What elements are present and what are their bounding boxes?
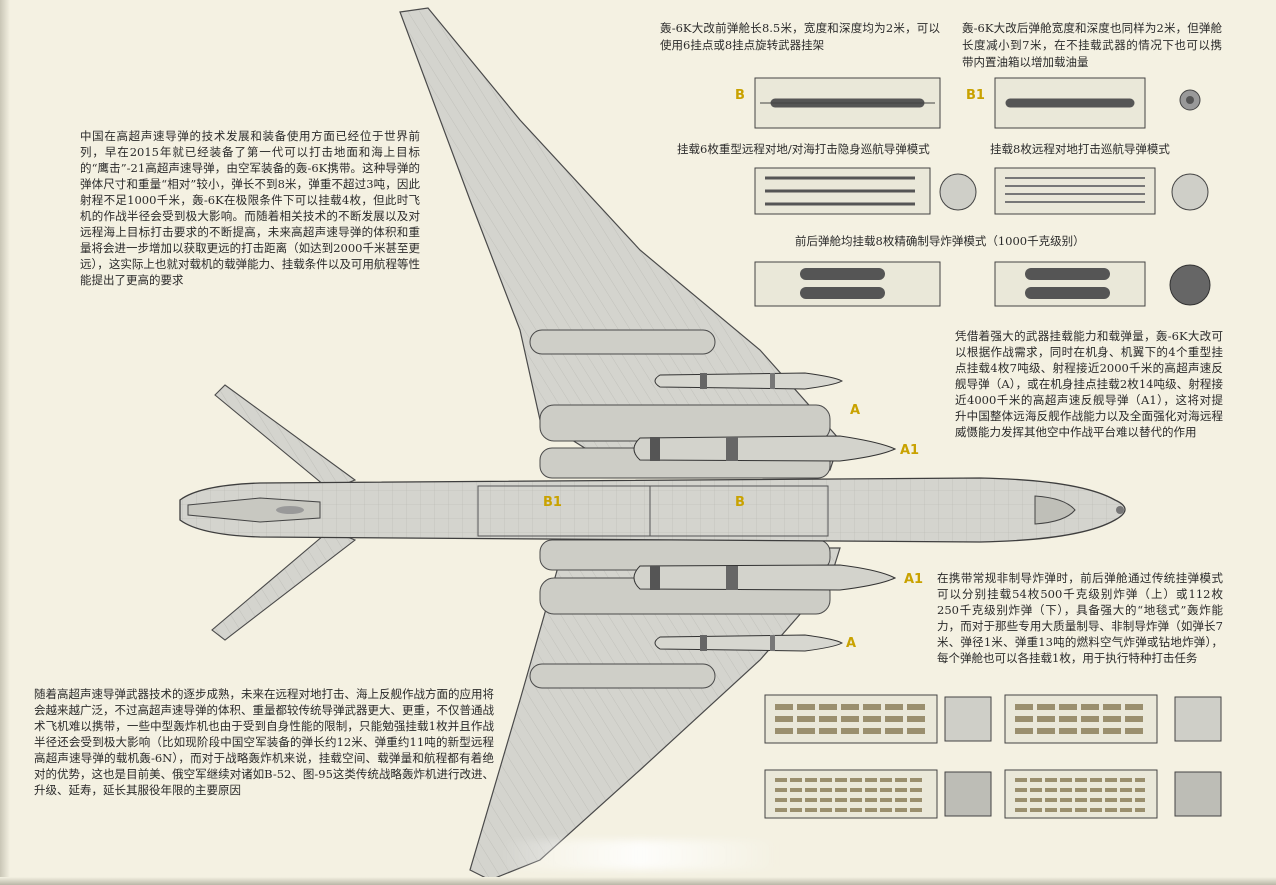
missile-a1-lower: [633, 564, 897, 591]
fuselage: [179, 477, 1126, 543]
watermark-blur: [500, 840, 780, 870]
missile-a1-lower-label: A1: [904, 572, 924, 587]
rear-bomb-mode-box: [994, 261, 1146, 307]
six-missile-cross-section: [939, 173, 977, 211]
bomb-mode-caption: 前后弹舱均挂载8枚精确制导炸弹模式（1000千克级别）: [795, 234, 1085, 248]
upper-wing: [399, 7, 841, 471]
front-bomb-mode-box: [754, 261, 941, 307]
upper-tailplane: [214, 384, 357, 491]
conventional-bomb-paragraph: 在携带常规非制导炸弹时，前后弹舱通过传统挂弹模式可以分别挂载54枚500千克级别…: [937, 571, 1223, 665]
bomb-grid-500kg-front: [764, 694, 992, 744]
rear-bay-caption: 轰-6K大改后弹舱宽度和深度也同样为2米，但弹舱长度减小到7米，在不挂载武器的情…: [962, 21, 1222, 69]
conclusion-paragraph: 随着高超声速导弹武器技术的逐步成熟，未来在远程对地打击、海上反舰作战方面的应用将…: [34, 687, 494, 797]
cockpit-canopy: [1034, 495, 1076, 525]
eight-missile-mode-box: [994, 167, 1156, 215]
eight-missile-cross-section: [1171, 173, 1209, 211]
missile-a1-upper: [633, 435, 897, 462]
six-missile-mode-box: [754, 167, 931, 215]
front-bay-label-b: B: [735, 88, 745, 103]
missile-a-upper-label: A: [850, 403, 861, 418]
rear-bay-diagram: [994, 77, 1146, 129]
rear-bay-label-b1: B1: [966, 88, 985, 103]
bomb-grid-250kg-front: [764, 769, 992, 819]
page-bottom-shadow: [0, 877, 1276, 885]
intro-paragraph: 中国在高超声速导弹的技术发展和装备使用方面已经位于世界前列，早在2015年就已经…: [80, 129, 420, 287]
missile-a-lower-label: A: [846, 636, 857, 651]
missile-a-lower: [654, 634, 844, 652]
bomb-grid-250kg-rear: [1004, 769, 1222, 819]
front-bay-caption: 轰-6K大改前弹舱长8.5米，宽度和深度均为2米，可以使用6挂点或8挂点旋转武器…: [660, 21, 940, 52]
bomb-bay-outline: [477, 485, 829, 537]
fuselage-label-b: B: [735, 495, 745, 510]
bomb-grid-500kg-rear: [1004, 694, 1222, 744]
six-missile-mode-caption: 挂载6枚重型远程对地/对海打击隐身巡航导弹模式: [677, 142, 930, 156]
page-edge-shadow: [0, 0, 10, 885]
upper-outer-nacelle: [539, 404, 831, 442]
lower-wing-pod: [529, 663, 716, 689]
lower-tailplane: [211, 529, 357, 641]
tail-fin: [187, 497, 321, 523]
fuselage-label-b1: B1: [543, 495, 562, 510]
missile-a1-upper-label: A1: [900, 443, 920, 458]
eight-missile-mode-caption: 挂载8枚远程对地打击巡航导弹模式: [990, 142, 1170, 156]
bomb-cross-section: [1169, 264, 1211, 306]
upper-wing-pod: [529, 329, 716, 355]
hypersonic-loadout-paragraph: 凭借着强大的武器挂载能力和载弹量，轰-6K大改可以根据作战需求，同时在机身、机翼…: [955, 329, 1223, 439]
front-bay-diagram: [754, 77, 941, 129]
nose-tip: [1116, 506, 1124, 514]
rotary-launcher-icon: [1179, 89, 1201, 111]
missile-a-upper: [654, 372, 844, 390]
